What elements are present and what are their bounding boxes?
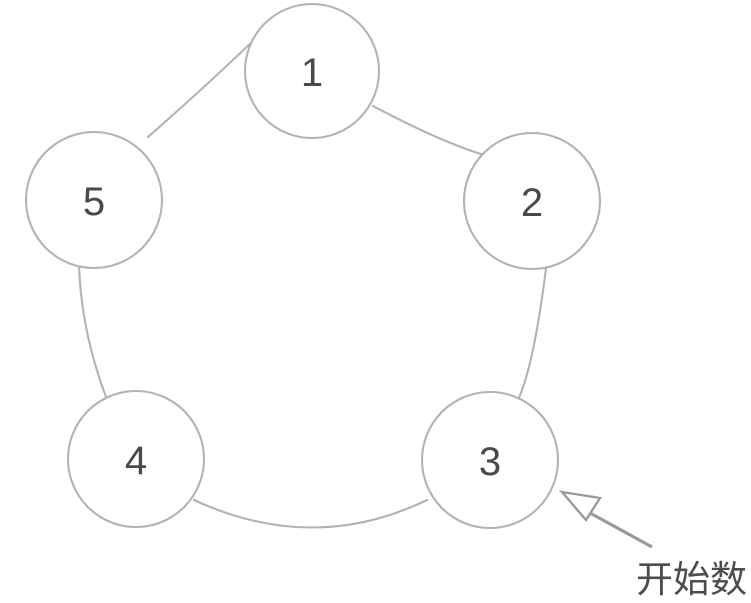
node-3-label: 3 <box>479 440 501 484</box>
edge-1-to-2 <box>371 104 486 157</box>
edge-3-to-4 <box>192 498 429 529</box>
node-1-circle[interactable] <box>243 2 381 140</box>
node-4[interactable]: 4 <box>66 389 206 529</box>
start-count-annotation: 开始数 <box>636 558 747 601</box>
node-2-circle[interactable] <box>462 131 602 271</box>
node-2[interactable]: 2 <box>462 131 602 271</box>
node-4-circle[interactable] <box>66 389 206 529</box>
node-1[interactable]: 1 <box>243 2 381 140</box>
node-2-label: 2 <box>521 181 543 225</box>
node-4-label: 4 <box>125 439 147 483</box>
node-5-label: 5 <box>83 180 105 224</box>
start-pointer-arrow <box>558 490 653 549</box>
node-5[interactable]: 5 <box>24 130 164 270</box>
arrow-shaft <box>589 511 653 549</box>
node-1-label: 1 <box>301 51 323 95</box>
edge-5-to-1 <box>146 38 256 139</box>
node-3-circle[interactable] <box>420 390 560 530</box>
node-3[interactable]: 3 <box>420 390 560 530</box>
edge-4-to-5 <box>77 263 108 399</box>
arrow-head-icon <box>558 490 602 523</box>
node-group: 1 2 3 4 5 <box>24 2 602 530</box>
edge-2-to-3 <box>516 266 548 402</box>
node-5-circle[interactable] <box>24 130 164 270</box>
edge-group <box>77 38 548 529</box>
